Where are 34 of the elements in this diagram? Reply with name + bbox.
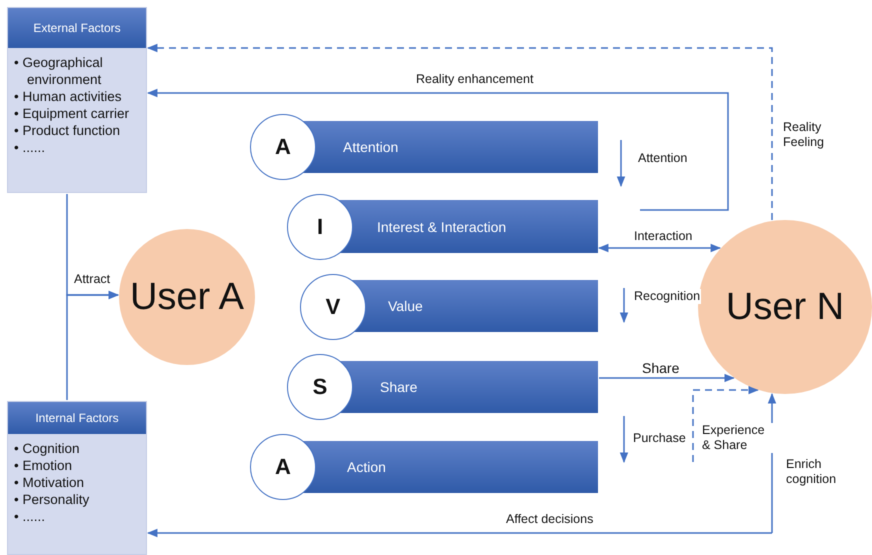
list-item: • Motivation	[14, 474, 86, 491]
list-item: • Product function	[14, 122, 122, 139]
list-item: • Personality	[14, 491, 90, 508]
factor-panel	[7, 7, 147, 193]
arrow	[599, 374, 735, 382]
edge-label: Reality enhancement	[415, 72, 534, 87]
list-item: • Geographical environment	[14, 54, 104, 88]
arrow	[146, 88, 729, 211]
list-item: • Cognition	[14, 440, 81, 457]
list-item: • Emotion	[14, 457, 74, 474]
list-item: • Equipment carrier	[14, 105, 130, 122]
arrow	[66, 290, 120, 400]
arrow	[598, 244, 722, 252]
panel-header: External Factors	[8, 8, 146, 48]
user-name: User A	[130, 276, 244, 318]
edge-label: Experience & Share	[701, 423, 773, 453]
factor-panel	[7, 401, 147, 555]
list-item: • ......	[14, 508, 46, 525]
list-item: • Human activities	[14, 88, 123, 105]
list-item: • ......	[14, 139, 46, 156]
letter-circle: I	[287, 194, 353, 260]
letter-circle: A	[250, 434, 316, 500]
edge-label: Share	[641, 361, 680, 376]
step-label: Recognition	[633, 289, 702, 304]
dashed-arrow	[146, 44, 773, 220]
user-name: User N	[726, 286, 844, 328]
letter-circle: A	[250, 114, 316, 180]
arrow	[146, 528, 772, 538]
stage-bar: Interest & Interaction	[337, 200, 598, 253]
dashed-arrow	[692, 386, 759, 462]
letter-circle: V	[300, 274, 366, 340]
stage-bar: Value	[350, 280, 598, 332]
letter-circle: S	[287, 354, 353, 420]
panel-header: Internal Factors	[8, 402, 146, 434]
